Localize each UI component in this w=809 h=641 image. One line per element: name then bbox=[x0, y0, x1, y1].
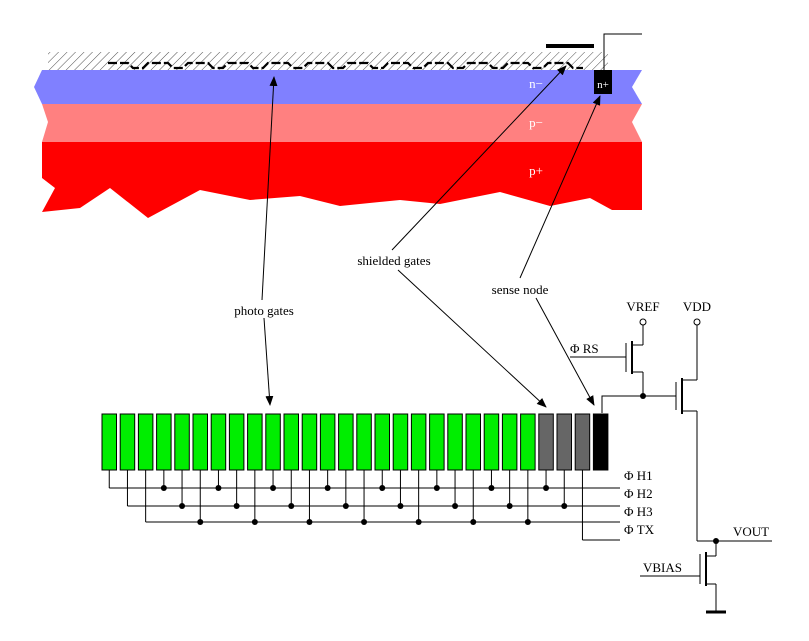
photo-gate bbox=[410, 413, 427, 471]
junction-dot bbox=[397, 503, 404, 509]
reset-node-junction bbox=[640, 393, 646, 399]
output-circuit bbox=[570, 318, 772, 614]
junction-dot bbox=[270, 485, 277, 491]
junction-dot bbox=[506, 503, 513, 509]
shield-bar bbox=[546, 44, 594, 48]
photo-gate bbox=[283, 413, 299, 471]
vdd-terminal bbox=[693, 318, 701, 326]
p-minus-label: p− bbox=[529, 115, 543, 130]
junction-dot bbox=[324, 485, 331, 491]
junction-dot bbox=[470, 519, 477, 525]
photo-gate bbox=[338, 413, 354, 471]
photo-gate bbox=[520, 413, 536, 471]
photo-gates-arrow-down bbox=[263, 317, 274, 406]
photo-gate bbox=[465, 413, 481, 471]
sense-node-label: sense node bbox=[492, 282, 549, 297]
shielded-gates-arrow-down bbox=[397, 269, 547, 408]
gate-array bbox=[101, 413, 609, 471]
vbias-label: VBIAS bbox=[643, 560, 682, 575]
sense-node-gate bbox=[592, 413, 609, 471]
photo-gate bbox=[356, 413, 372, 471]
phi-h1-label: Φ H1 bbox=[624, 468, 653, 483]
p-minus-layer bbox=[42, 104, 642, 142]
phi-h3-label: Φ H3 bbox=[624, 504, 653, 519]
n-minus-label: n− bbox=[529, 76, 543, 91]
n-plus-label: n+ bbox=[597, 79, 609, 91]
junction-dot bbox=[179, 503, 186, 509]
photo-gate bbox=[374, 413, 390, 471]
phi-rs-label: Φ RS bbox=[570, 341, 599, 356]
photo-gate-electrodes bbox=[108, 61, 583, 70]
p-plus-label: p+ bbox=[529, 163, 543, 178]
photo-gate bbox=[192, 413, 208, 471]
photo-gate bbox=[319, 413, 336, 471]
junction-dot bbox=[561, 503, 568, 509]
sense-node-wire bbox=[603, 33, 642, 70]
junction-dot bbox=[306, 519, 313, 525]
photo-gate bbox=[119, 413, 136, 471]
shielded-gates-label: shielded gates bbox=[357, 253, 430, 268]
shielded-gate bbox=[538, 413, 554, 471]
junction-dot bbox=[160, 485, 167, 491]
photo-gate bbox=[137, 413, 154, 471]
junction-dot bbox=[415, 519, 422, 525]
sense-node-arrow-up bbox=[519, 95, 601, 279]
photo-gate bbox=[392, 413, 409, 471]
junction-dot bbox=[288, 503, 295, 509]
callout-arrows bbox=[261, 65, 601, 408]
photo-gate bbox=[429, 413, 445, 471]
shielded-gates-arrow-up bbox=[391, 65, 567, 251]
junction-dot bbox=[524, 519, 531, 525]
clock-lines bbox=[108, 470, 620, 541]
junction-dot bbox=[361, 519, 368, 525]
n-minus-layer bbox=[34, 70, 642, 104]
vref-label: VREF bbox=[626, 299, 659, 314]
photo-gate bbox=[447, 413, 463, 471]
sense-node-arrow-down bbox=[535, 297, 595, 406]
junction-dot bbox=[233, 503, 240, 509]
junction-dot bbox=[197, 519, 204, 525]
junction-dot bbox=[215, 485, 222, 491]
photo-gate bbox=[247, 413, 263, 471]
junction-dot bbox=[452, 503, 459, 509]
vdd-label: VDD bbox=[683, 299, 711, 314]
junction-dot bbox=[379, 485, 386, 491]
photo-gate bbox=[101, 413, 117, 471]
photo-gate bbox=[156, 413, 172, 471]
n-plus-region bbox=[594, 70, 612, 94]
phi-h2-label: Φ H2 bbox=[624, 486, 653, 501]
cross-section: n− p− p+ n+ bbox=[34, 33, 642, 218]
shielded-gate bbox=[556, 413, 572, 471]
junction-dot bbox=[433, 485, 440, 491]
photo-gate bbox=[174, 413, 190, 471]
photo-gate bbox=[501, 413, 518, 471]
p-plus-layer bbox=[42, 142, 642, 218]
photo-gate bbox=[228, 413, 245, 471]
photo-gate bbox=[265, 413, 281, 471]
oxide-layer bbox=[48, 52, 608, 70]
junction-dot bbox=[543, 485, 550, 491]
photo-gate bbox=[483, 413, 500, 471]
clock-line-junctions bbox=[160, 485, 568, 525]
photo-gates-arrow-up bbox=[261, 76, 278, 301]
junction-dot bbox=[488, 485, 495, 491]
junction-dot bbox=[251, 519, 258, 525]
shielded-gate bbox=[574, 413, 591, 471]
vref-terminal bbox=[639, 318, 647, 326]
phi-tx-label: Φ TX bbox=[624, 522, 655, 537]
photo-gates-label: photo gates bbox=[234, 303, 294, 318]
photo-gate bbox=[210, 413, 227, 471]
photo-gate bbox=[301, 413, 318, 471]
vout-label: VOUT bbox=[733, 524, 769, 539]
junction-dot bbox=[342, 503, 349, 509]
